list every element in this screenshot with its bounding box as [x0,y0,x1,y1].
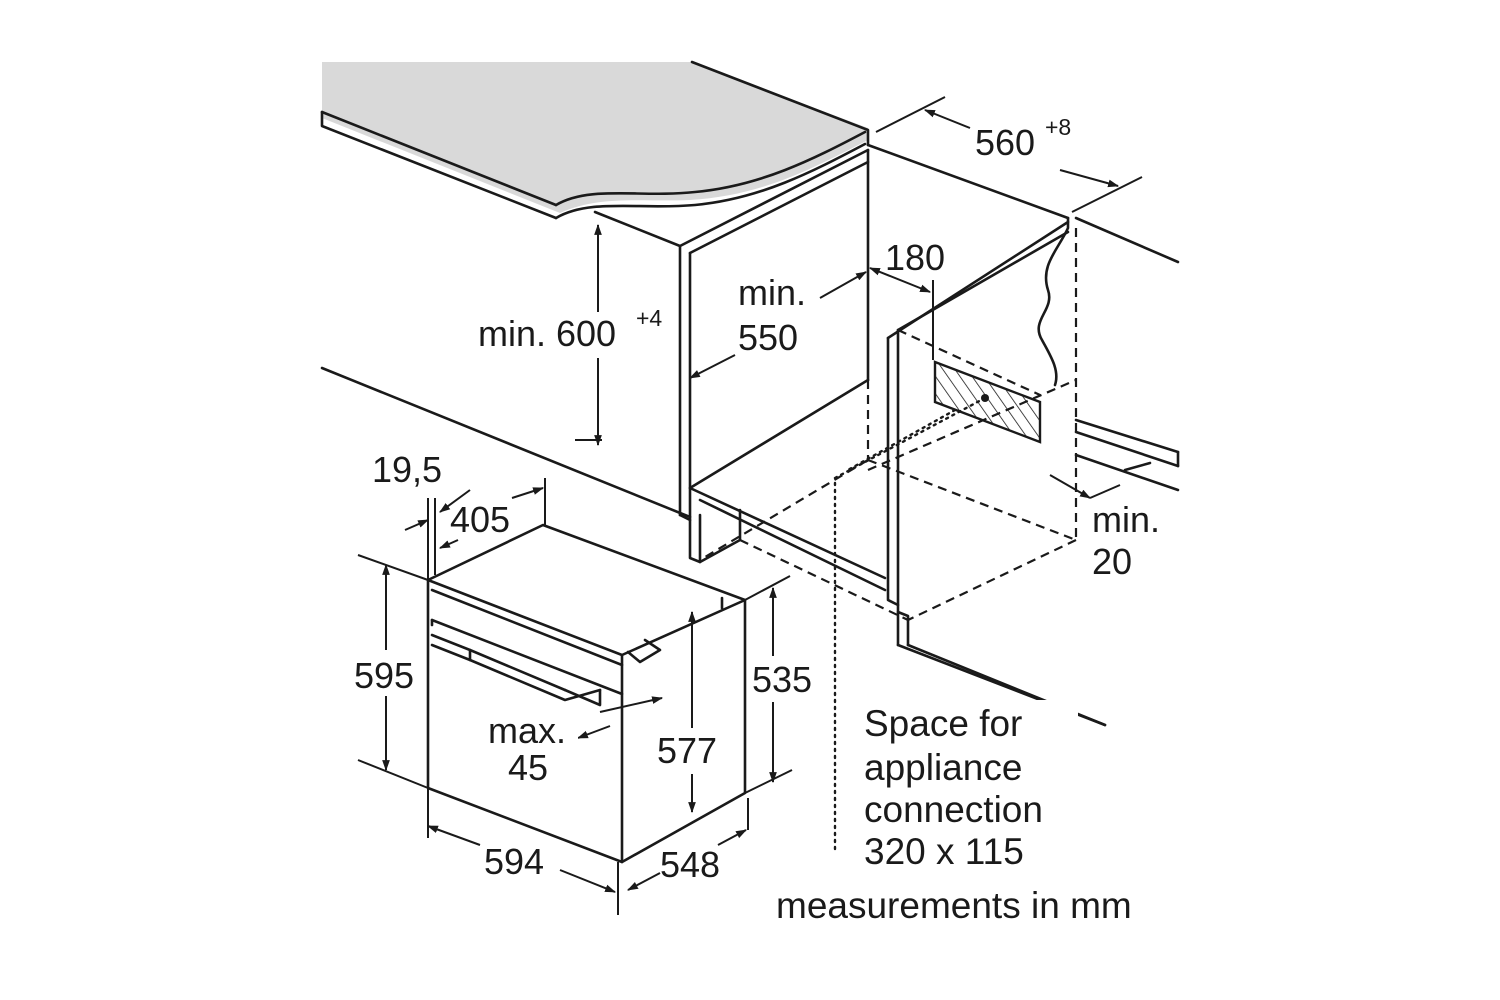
right-cabinet [886,216,1180,727]
label-niche-depth-line2: 550 [738,317,798,358]
connection-note-line3: connection [864,789,1043,830]
connection-note-line1: Space for [864,703,1022,744]
label-connection-offset: 180 [885,237,945,278]
label-oven-depth: 548 [660,844,720,885]
units-note: measurements in mm [776,885,1132,926]
label-rear-gap-line1: min. [1092,499,1160,540]
left-cabinet [320,148,887,592]
notes: Space for appliance connection 320 x 115… [776,700,1132,926]
label-niche-width: 560 [975,122,1035,163]
niche-hidden-edges [699,228,1078,621]
connection-note-line4: 320 x 115 [864,831,1024,872]
connection-note-line2: appliance [864,747,1022,788]
worktop [320,60,1180,264]
label-rear-gap-line2: 20 [1092,541,1132,582]
label-niche-width-tolerance: +8 [1045,114,1071,140]
label-top-depth: 405 [450,499,510,540]
label-front-offset: 19,5 [372,449,442,490]
label-handle-projection-line2: 45 [508,747,548,788]
label-oven-width: 594 [484,841,544,882]
appliance-connection-box [833,360,1042,852]
label-oven-height: 595 [354,655,414,696]
label-oven-body-height: 535 [752,659,812,700]
label-niche-height-tolerance: +4 [636,305,662,331]
oven [426,523,747,864]
label-oven-inner-height: 577 [657,730,717,771]
dimension-labels: 560 +8 min. 600 +4 min. 550 180 min. 20 … [352,114,1160,885]
label-handle-projection-line1: max. [488,710,566,751]
label-niche-depth-line1: min. [738,272,806,313]
label-niche-height: min. 600 [478,313,616,354]
